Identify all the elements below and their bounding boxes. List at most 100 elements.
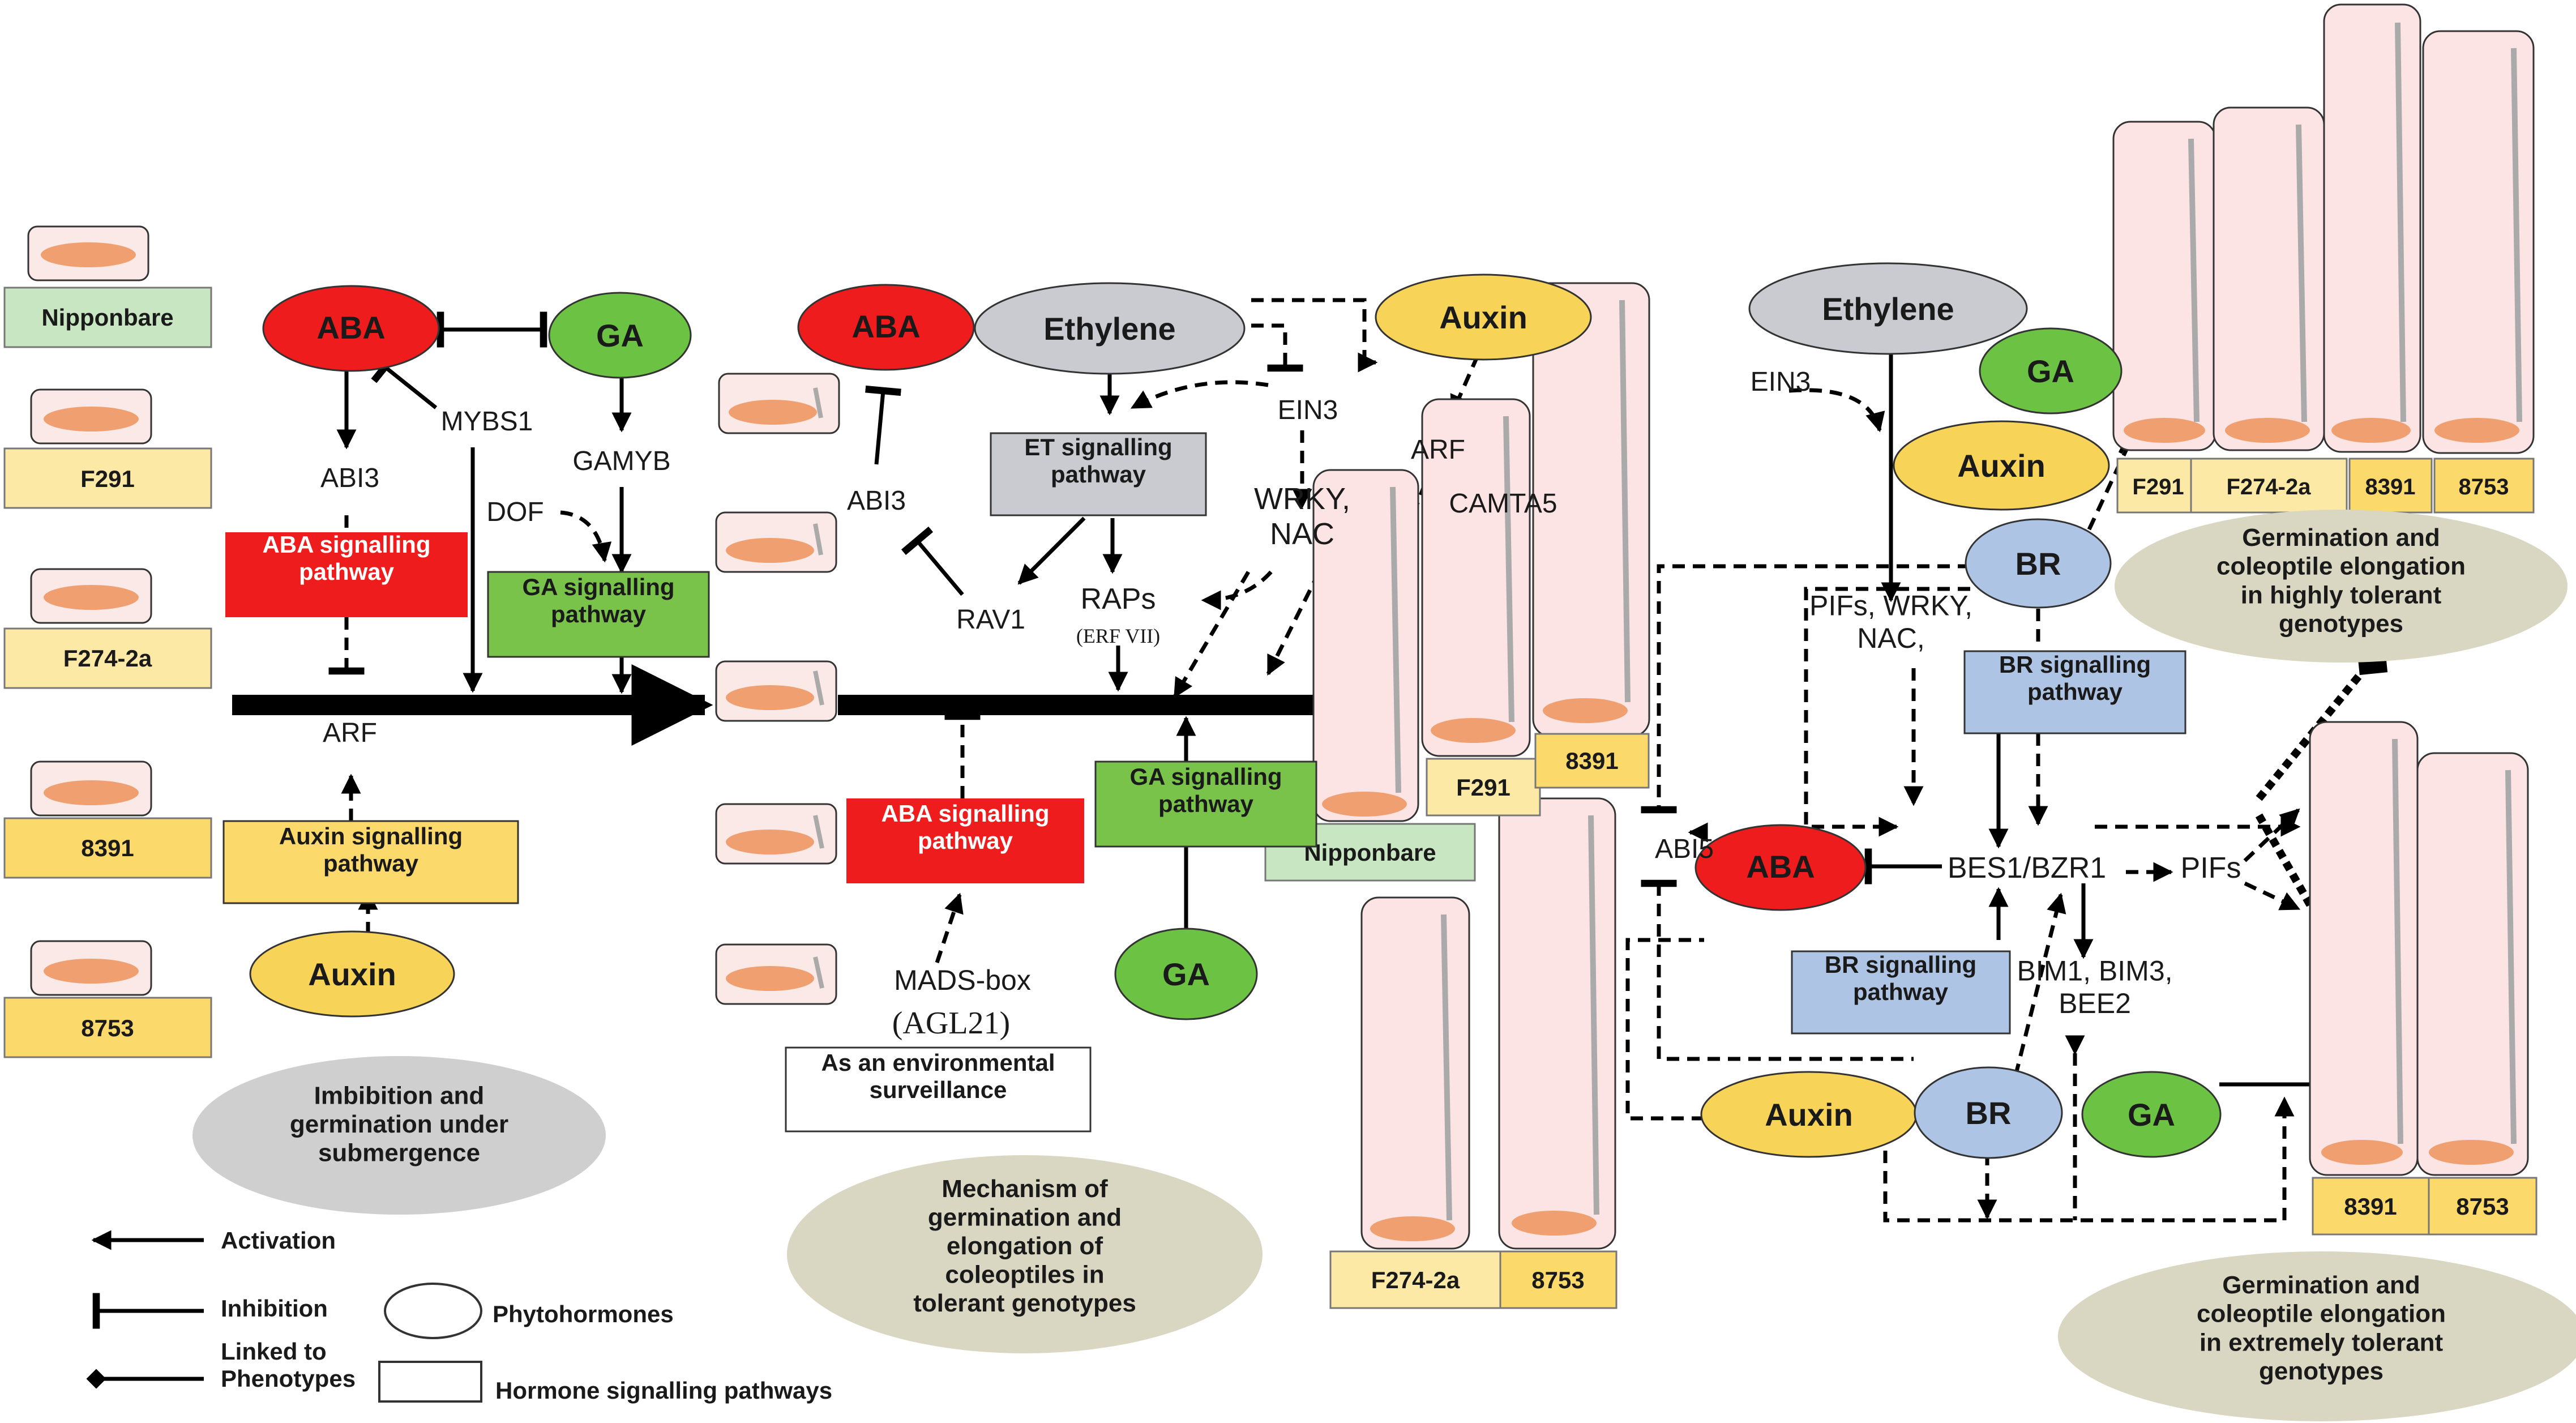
label-8391-right: 8391: [2348, 458, 2433, 514]
svg-text:GA: GA: [596, 318, 644, 353]
gene-agl21: (AGL21): [892, 1006, 1010, 1041]
wrky-to-timeline-b: [1266, 571, 1321, 676]
label-f274-mid: F274-2a: [1329, 1250, 1501, 1309]
wrapped-line: coleoptile elongation: [2197, 1300, 2446, 1328]
seed-8391-left: [30, 760, 152, 817]
svg-text:ABA: ABA: [1746, 849, 1815, 884]
wrapped-line: NAC: [1270, 517, 1334, 551]
hormone-br-right-top: BR: [1965, 518, 2112, 609]
wrapped-line: germination under: [290, 1110, 508, 1138]
br-dashed-left: [1641, 564, 1970, 814]
seed-f274-left: [30, 568, 152, 624]
svg-text:8753: 8753: [1531, 1267, 1584, 1293]
coleoptile-8753-right: [2422, 30, 2535, 454]
hormone-ga-mid: GA: [1114, 928, 1258, 1020]
svg-text:BR: BR: [1966, 1095, 2012, 1131]
svg-text:Auxin: Auxin: [1957, 448, 2046, 484]
gene-raps: RAPs: [1081, 583, 1156, 616]
gene-gamyb: GAMYB: [572, 446, 670, 476]
label-f291-left: F291: [3, 447, 212, 509]
coleoptile-f291-right: [2112, 121, 2216, 451]
seed-mid-3: [715, 660, 837, 722]
label-8391-left: 8391: [3, 817, 212, 879]
svg-text:8391: 8391: [1565, 747, 1618, 774]
hormones: ABA GA Auxin ABA Ethylene Auxin GA Ethyl…: [249, 262, 2222, 1159]
svg-text:ABA: ABA: [851, 309, 920, 344]
left-seed-column: Nipponbare F291 F274-2a 8391: [3, 225, 212, 1058]
svg-text:F291: F291: [1456, 774, 1510, 801]
gene-mybs1: MYBS1: [441, 407, 533, 437]
wrapped-line: Auxin signalling: [279, 823, 463, 849]
hormone-aba-right: ABA: [1694, 824, 1867, 911]
wrapped-line: germination and: [928, 1203, 1122, 1231]
hormone-auxin-left: Auxin: [249, 930, 455, 1018]
gene-dof: DOF: [486, 497, 544, 527]
legend-phytohormones: Phytohormones: [493, 1301, 674, 1327]
svg-text:F291: F291: [2132, 475, 2184, 499]
gene-arf-mid: ARF: [1411, 435, 1465, 465]
svg-text:8753: 8753: [2456, 1193, 2509, 1220]
svg-text:F291: F291: [80, 465, 135, 492]
hormone-aba-mid: ABA: [797, 284, 975, 371]
wrapped-line: Germination and: [2242, 524, 2440, 552]
wrapped-line: ET signalling: [1024, 434, 1172, 460]
gene-camta5: CAMTA5: [1449, 489, 1557, 519]
seed-mid-2: [715, 511, 837, 573]
wrapped-line: pathway: [918, 827, 1013, 854]
hormone-auxin-right-bottom: Auxin: [1700, 1071, 1918, 1158]
svg-text:Nipponbare: Nipponbare: [41, 304, 173, 331]
wrapped-line: in highly tolerant: [2241, 581, 2442, 609]
seed-f291-left: [30, 388, 152, 445]
wrapped-line: pathway: [2027, 678, 2123, 705]
ethylene-to-auxin: [1251, 298, 1378, 373]
wrapped-line: submergence: [318, 1139, 480, 1167]
label-8753-right: 8753: [2433, 458, 2535, 514]
link-highly-tolerant: [2256, 644, 2388, 801]
pifs-to-extreme-b: [2244, 881, 2301, 911]
gene-ein3-right: EIN3: [1751, 367, 1811, 397]
hormone-auxin-right: Auxin: [1893, 420, 2110, 511]
wrapped-line: pathway: [1158, 790, 1254, 817]
coleoptile-nipponbare: [1312, 469, 1419, 822]
coleoptile-8391-right: [2323, 3, 2421, 453]
wrapped-line: pathway: [1853, 978, 1949, 1005]
wrapped-line: in extremely tolerant: [2200, 1328, 2444, 1356]
wrapped-line: BIM1, BIM3,: [2017, 955, 2172, 986]
hormone-ga-right: GA: [1979, 327, 2123, 414]
auxin-dashed-left: [1625, 938, 1704, 1121]
ein3-to-ethylene-right: [1788, 388, 1885, 433]
rav1-inhibits-abi3: [901, 526, 964, 596]
label-nipponbare-left: Nipponbare: [3, 287, 212, 348]
hormone-auxin-mid: Auxin: [1375, 274, 1592, 361]
seed-mid-4: [715, 803, 837, 865]
wrapped-line: tolerant genotypes: [913, 1289, 1136, 1317]
pifs-to-extreme-a: [2243, 808, 2300, 862]
wrapped-line: pathway: [299, 558, 395, 585]
wrapped-line: genotypes: [2279, 610, 2403, 638]
wrapped-line: surveillance: [870, 1076, 1007, 1103]
label-8391-mid: 8391: [1534, 733, 1650, 789]
wrapped-line: GA signalling: [522, 574, 674, 600]
gene-erf-vii: (ERF VII): [1076, 625, 1160, 647]
et-pathway-to-rav1: [1017, 516, 1086, 585]
legend-activation: Activation: [221, 1227, 336, 1254]
wrky-to-raps: [1201, 570, 1273, 610]
hormone-ethylene-right: Ethylene: [1748, 262, 2028, 355]
